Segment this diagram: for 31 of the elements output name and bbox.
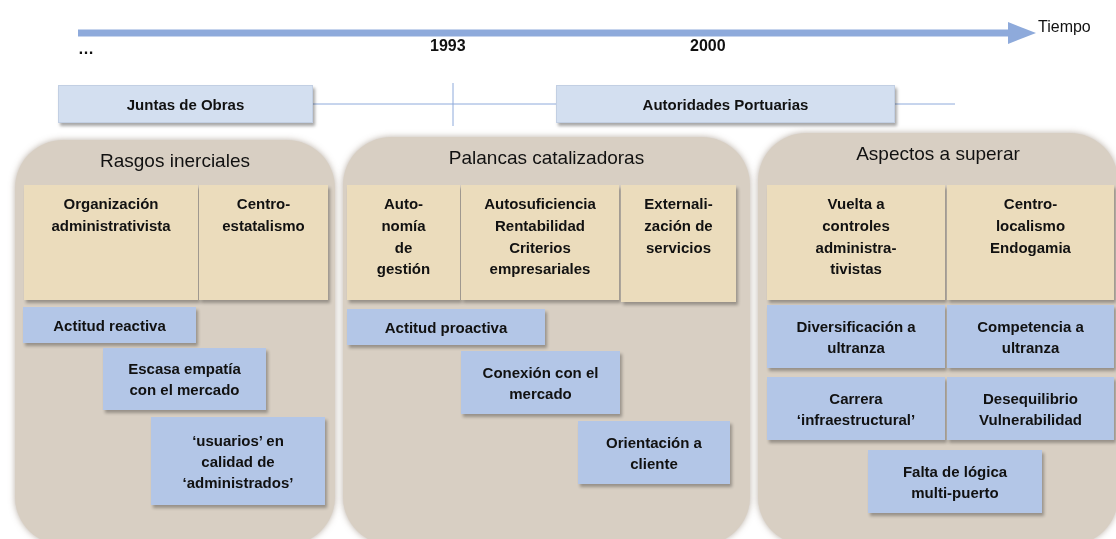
feature-card: Auto- nomía de gestión [347, 185, 460, 300]
year-label: … [78, 40, 94, 58]
feature-card: Vuelta a controles administra- tivistas [767, 185, 945, 300]
panel-title: Aspectos a superar [855, 143, 1021, 165]
period-bar: Autoridades Portuarias [556, 85, 895, 123]
category-panel [758, 133, 1116, 539]
period-bar: Juntas de Obras [58, 85, 313, 123]
trait-card: Escasa empatía con el mercado [103, 348, 266, 410]
trait-card: Orientación a cliente [578, 421, 730, 484]
trait-card: Conexión con el mercado [461, 351, 620, 414]
year-label: 2000 [690, 37, 726, 55]
panel-title: Palancas catalizadoras [447, 147, 646, 169]
year-label: 1993 [430, 37, 466, 55]
trait-card: Competencia a ultranza [947, 305, 1114, 368]
feature-card: Organización administrativista [24, 185, 198, 300]
trait-card: Actitud proactiva [347, 309, 545, 345]
panel-title: Rasgos inerciales [99, 150, 251, 172]
trait-card: Carrera ‘infraestructural’ [767, 377, 945, 440]
feature-card: Externali- zación de servicios [621, 185, 736, 302]
trait-card: Diversificación a ultranza [767, 305, 945, 368]
axis-label: Tiempo [1038, 18, 1091, 36]
category-panel [343, 137, 750, 539]
trait-card: ‘usuarios’ en calidad de ‘administrados’ [151, 417, 325, 505]
trait-card: Falta de lógica multi-puerto [868, 450, 1042, 513]
trait-card: Actitud reactiva [23, 307, 196, 343]
timeline-connector [312, 103, 557, 105]
feature-card: Autosuficiencia Rentabilidad Criterios empresariales [461, 185, 619, 300]
feature-card: Centro- localismo Endogamia [947, 185, 1114, 300]
trait-card: Desequilibrio Vulnerabilidad [947, 377, 1114, 440]
feature-card: Centro- estatalismo [199, 185, 328, 300]
category-panel [15, 140, 335, 539]
